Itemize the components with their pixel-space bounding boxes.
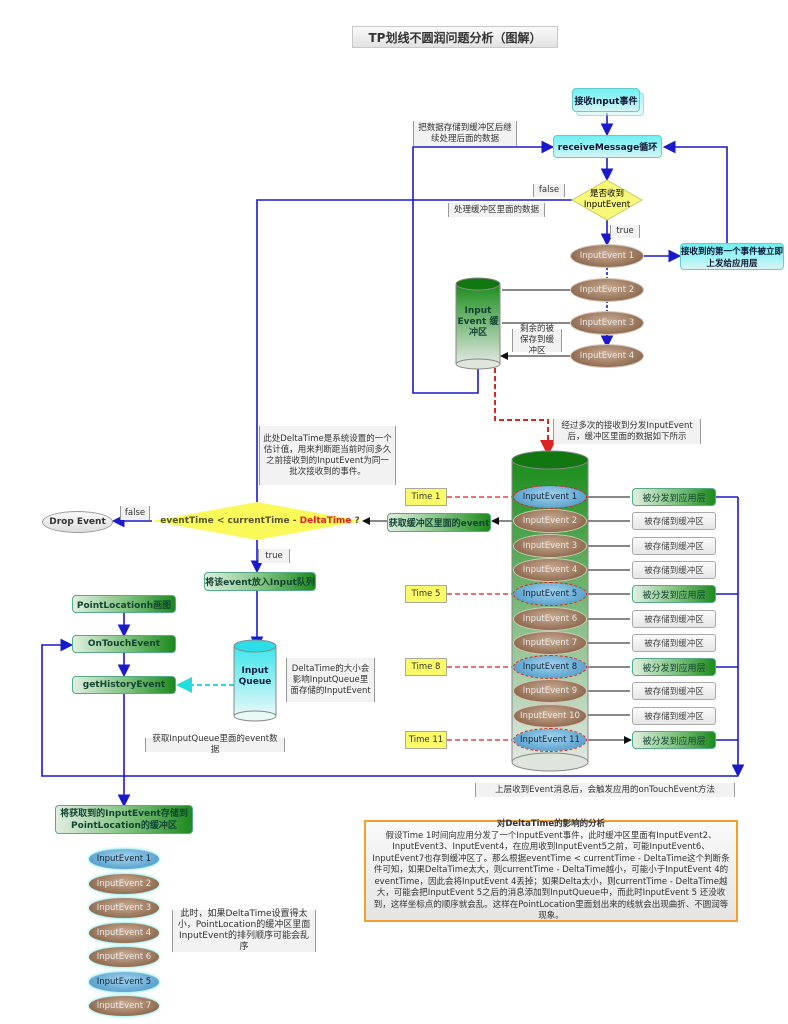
point-location-event-ellipse: InputEvent 6 bbox=[89, 947, 159, 967]
buffer-event-ellipse: InputEvent 6 bbox=[514, 607, 586, 630]
point-location-event-ellipse: InputEvent 4 bbox=[89, 922, 159, 943]
buffer-event-ellipse: InputEvent 2 bbox=[514, 510, 586, 533]
true-label: true bbox=[610, 225, 640, 238]
note-delta-time: 此处DeltaTime是系统设置的一个估计值，用来判断距当前时间多久之前接收到的… bbox=[259, 426, 396, 485]
true-label-2: true bbox=[258, 549, 290, 563]
point-location-event-ellipse: InputEvent 1 bbox=[89, 849, 159, 869]
point-location-event-ellipse: InputEvent 5 bbox=[89, 971, 159, 992]
decision-received: 是否收到InputEvent bbox=[583, 189, 631, 210]
condition-diamond-text: eventTime < currentTime - DeltaTime ? bbox=[160, 513, 360, 529]
receive-message-loop-node: receiveMessage循环 bbox=[553, 135, 662, 158]
buffer-event-ellipse: InputEvent 1 bbox=[513, 485, 587, 509]
condition-text-c: ? bbox=[351, 516, 360, 526]
note-process-buffer: 处理缓冲区里面的数据 bbox=[448, 203, 545, 217]
event-ellipse: InputEvent 1 bbox=[571, 245, 643, 267]
buffer-event-ellipse: InputEvent 5 bbox=[513, 582, 587, 607]
stored-to-buffer-box: 被存储到缓冲区 bbox=[632, 536, 716, 555]
first-event-dispatch-node: 接收到的第一个事件被立即上发给应用层 bbox=[680, 243, 784, 270]
condition-delta: DeltaTime bbox=[299, 516, 352, 526]
stored-to-buffer-box: 被存储到缓冲区 bbox=[632, 512, 716, 531]
false-label-2: false bbox=[120, 506, 150, 520]
buffer-event-ellipse: InputEvent 4 bbox=[514, 558, 586, 581]
receive-input-node: 接收Input事件 bbox=[572, 88, 640, 112]
buffer-event-ellipse: InputEvent 8 bbox=[513, 655, 587, 680]
time-label: Time 5 bbox=[405, 585, 447, 604]
input-queue-cylinder-shape bbox=[233, 639, 277, 722]
dispatched-to-app-box: 被分发到应用层 bbox=[632, 658, 716, 677]
event-ellipse: InputEvent 3 bbox=[571, 312, 643, 334]
event-ellipse: InputEvent 4 bbox=[571, 345, 643, 367]
note-after-many: 经过多次的接收到分发InputEvent后，缓冲区里面的数据如下所示 bbox=[553, 419, 701, 444]
analysis-heading: 对DeltaTime的影响的分析 bbox=[496, 819, 606, 830]
stored-to-buffer-box: 被存储到缓冲区 bbox=[632, 633, 716, 652]
note-upper-layer: 上层收到Event消息后，会触发应用的onTouchEvent方法 bbox=[475, 783, 735, 797]
condition-text-a: eventTime < currentTime - bbox=[160, 516, 300, 526]
buffer-event-ellipse: InputEvent 11 bbox=[513, 728, 587, 752]
time-label: Time 1 bbox=[405, 488, 447, 506]
drop-event-node: Drop Event bbox=[42, 511, 113, 533]
note-get-queue: 获取InputQueue里面的event数据 bbox=[145, 734, 285, 755]
stored-to-buffer-box: 被存储到缓冲区 bbox=[632, 560, 716, 579]
point-location-draw-node: PointLocationh画图 bbox=[72, 595, 176, 613]
buffer-cylinder-shape bbox=[455, 277, 501, 370]
enqueue-event-node: 将该event放入Input队列 bbox=[204, 572, 316, 591]
page-title: TP划线不圆润问题分析（图解） bbox=[352, 26, 558, 48]
point-location-event-ellipse: InputEvent 2 bbox=[89, 873, 159, 894]
time-label: Time 8 bbox=[405, 658, 447, 677]
store-point-location-node: 将获取到的InputEvent存储到PointLocation的缓冲区 bbox=[55, 805, 193, 834]
false-label: false bbox=[533, 184, 565, 197]
buffer-event-ellipse: InputEvent 10 bbox=[514, 704, 586, 727]
stored-to-buffer-box: 被存储到缓冲区 bbox=[632, 682, 716, 701]
buffer-event-ellipse: InputEvent 7 bbox=[514, 631, 586, 654]
get-buffer-event-node: 获取缓冲区里面的event bbox=[387, 513, 491, 532]
stored-to-buffer-box: 被存储到缓冲区 bbox=[632, 706, 716, 725]
dispatched-to-app-box: 被分发到应用层 bbox=[632, 585, 716, 604]
point-location-event-ellipse: InputEvent 7 bbox=[89, 996, 159, 1016]
note-queue: DeltaTime的大小会影响InputQueue里面存储的InputEvent bbox=[286, 658, 375, 702]
input-queue-label: Input Queue bbox=[238, 666, 272, 687]
analysis-body: 假设Time 1时间向应用分发了一个InputEvent事件，此时缓冲区里面有I… bbox=[372, 830, 730, 922]
note-order: 此时，如果DeltaTime设置得太小，PointLocation的缓冲区里面I… bbox=[172, 909, 316, 952]
on-touch-event-node: OnTouchEvent bbox=[72, 635, 176, 653]
get-history-event-node: getHistoryEvent bbox=[72, 676, 176, 694]
analysis-box: 对DeltaTime的影响的分析 假设Time 1时间向应用分发了一个Input… bbox=[364, 819, 738, 922]
event-ellipse: InputEvent 2 bbox=[571, 279, 643, 301]
point-location-event-ellipse: InputEvent 3 bbox=[89, 898, 159, 918]
stored-to-buffer-box: 被存储到缓冲区 bbox=[632, 609, 716, 628]
buffer-event-ellipse: InputEvent 3 bbox=[514, 534, 586, 557]
dispatched-to-app-box: 被分发到应用层 bbox=[632, 488, 716, 506]
note-remaining-stored: 剩余的被保存到缓冲区 bbox=[512, 324, 562, 356]
input-event-buffer-label: Input Event 缓冲区 bbox=[457, 305, 499, 338]
time-label: Time 11 bbox=[405, 731, 447, 749]
note-store-continue: 把数据存储到缓冲区后继续处理后面的数据 bbox=[413, 121, 517, 146]
buffer-event-ellipse: InputEvent 9 bbox=[514, 680, 586, 703]
dispatched-to-app-box: 被分发到应用层 bbox=[632, 731, 716, 749]
